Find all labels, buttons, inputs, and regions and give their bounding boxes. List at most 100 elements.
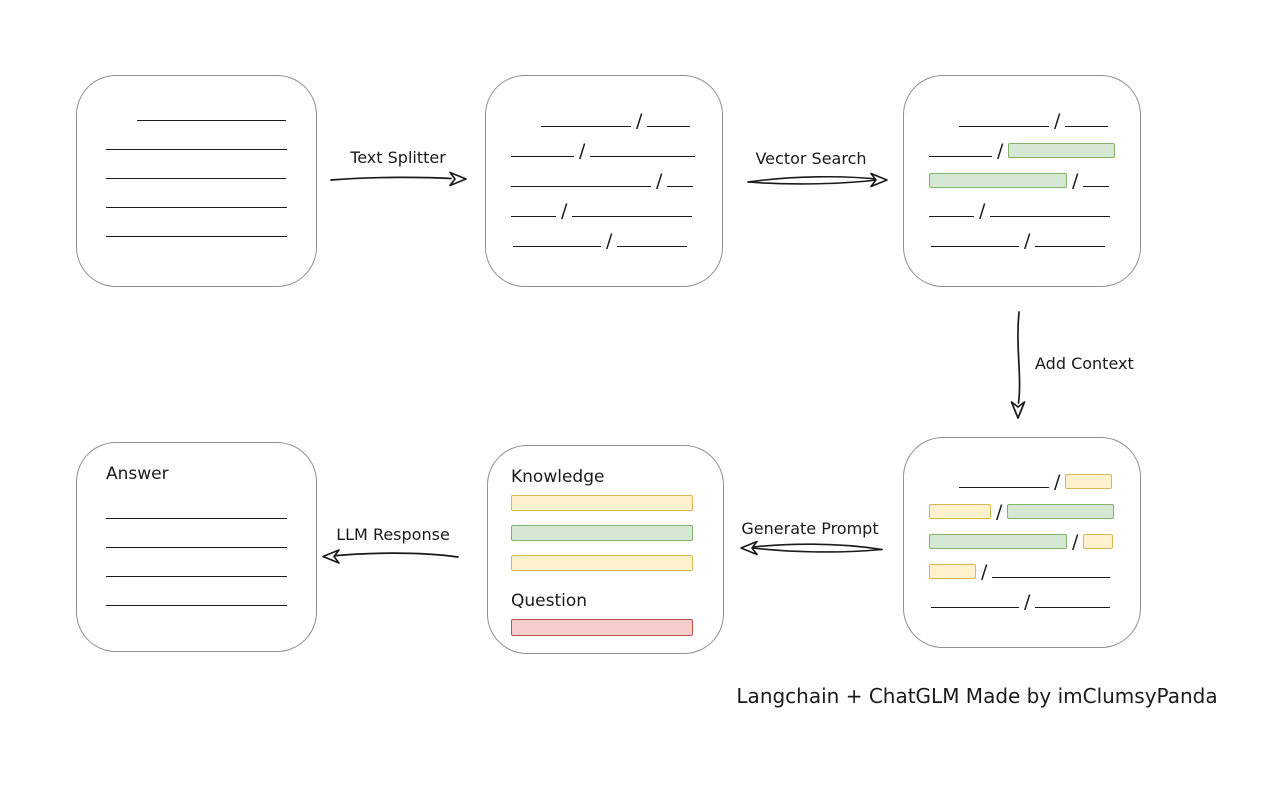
text-line [931,246,1019,247]
text-line [511,216,556,217]
text-line [617,246,688,247]
text-line [959,126,1049,127]
text-line [106,207,287,208]
text-line-row [106,209,316,238]
context-chunks-box: ///// [903,437,1141,648]
text-line-row: / [929,579,1140,612]
text-line [541,126,631,127]
green-highlight-chunk [511,525,693,541]
text-line [931,607,1019,608]
text-line-row [106,122,316,151]
yellow-highlight-chunk [1065,474,1113,489]
slash-separator: / [606,230,613,252]
text-line-row: / [511,158,722,191]
text-splitter-arrow [330,171,467,187]
slash-separator: / [579,140,586,162]
text-line-row: / [929,519,1140,553]
slash-separator: / [636,110,643,132]
llm-response-arrow [322,549,459,564]
text-line [511,156,574,157]
vector-search-label: Vector Search [755,149,867,168]
slash-separator: / [1072,170,1079,192]
text-line [990,216,1111,217]
knowledge-bars [511,495,723,585]
text-line [106,605,287,606]
text-line [513,246,601,247]
slash-separator: / [1054,110,1061,132]
text-line-row: / [929,549,1140,583]
text-line [511,186,651,187]
text-line-row: / [511,218,722,252]
text-line-row [511,495,723,525]
text-line-row: / [929,98,1140,132]
text-line-row [511,555,723,585]
slash-separator: / [1072,531,1079,553]
text-line-row [106,549,316,578]
text-line [106,576,287,577]
text-line-row [511,619,723,636]
question-label: Question [511,591,588,611]
answer-label: Answer [106,464,169,484]
text-line-row: / [511,128,722,162]
text-line [929,216,974,217]
text-line [137,120,286,121]
slash-separator: / [1024,230,1031,252]
question-bar [511,619,723,636]
text-line-row: / [929,489,1140,523]
matched-chunks-lines: / / / / / [929,98,1140,252]
slash-separator: / [561,200,568,222]
context-chunks-lines: ///// [929,459,1140,612]
text-line [929,156,992,157]
yellow-highlight-chunk [929,504,991,519]
answer-box: Answer [76,442,317,652]
text-line [572,216,693,217]
green-highlight-chunk [1008,143,1116,158]
add-context-arrow [1010,311,1026,419]
green-highlight-chunk [1007,504,1115,519]
text-splitter-label: Text Splitter [350,148,446,167]
text-line-row: / [929,188,1140,222]
yellow-highlight-chunk [1083,534,1114,549]
text-line [106,236,287,237]
yellow-highlight-chunk [511,555,693,571]
slash-separator: / [997,140,1004,162]
yellow-highlight-chunk [511,495,693,511]
slash-separator: / [981,561,988,583]
slash-separator: / [1054,471,1061,493]
diagram-caption: Langchain + ChatGLM Made by imClumsyPand… [736,684,1218,708]
green-highlight-chunk [929,534,1067,549]
generate-prompt-arrow [740,540,883,556]
split-chunks-box: ///// [485,75,723,287]
text-line [1065,126,1109,127]
text-line [959,487,1049,488]
text-line-row: / [929,459,1140,493]
split-chunks-lines: ///// [511,98,722,252]
text-line [1083,186,1110,187]
text-line [667,186,694,187]
text-line-row [106,520,316,549]
slash-separator: / [996,501,1003,523]
text-line [1035,607,1111,608]
text-line [590,156,696,157]
text-line-row [106,151,316,180]
text-line-row: / [929,218,1140,252]
text-line-row [106,180,316,209]
yellow-highlight-chunk [929,564,976,579]
text-line [992,577,1111,578]
text-line-row: / [511,98,722,132]
text-line [1035,246,1106,247]
text-line-row [106,93,316,122]
generate-prompt-label: Generate Prompt [741,519,879,538]
text-line-row: / [511,188,722,222]
answer-lines [106,491,316,607]
add-context-label: Add Context [1035,354,1134,373]
text-line [647,126,691,127]
text-line-row [106,491,316,520]
green-highlight-chunk [929,173,1067,188]
red-highlight-chunk [511,619,693,636]
text-line [106,178,286,179]
slash-separator: / [979,200,986,222]
matched-chunks-box: / / / / / [903,75,1141,287]
text-line [106,518,287,519]
